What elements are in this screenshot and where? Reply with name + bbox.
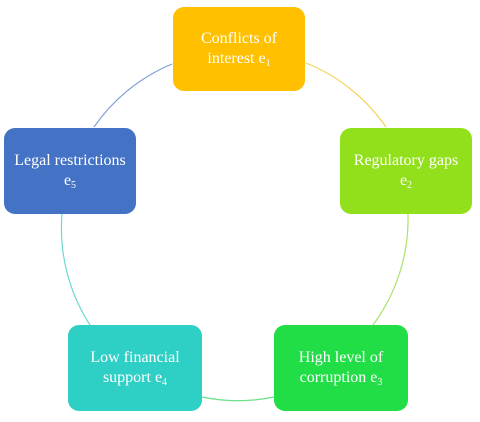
arc-e4-e5 bbox=[60, 213, 91, 326]
node-legal-restrictions: Legal restrictions e5 bbox=[4, 128, 136, 214]
node-label: High level of corruption e3 bbox=[298, 349, 384, 388]
arc-e5-e1 bbox=[93, 63, 173, 128]
node-conflicts-of-interest: Conflicts of interest e1 bbox=[173, 7, 305, 91]
node-label: Legal restrictions e5 bbox=[14, 152, 126, 191]
node-high-level-of-corruption: High level of corruption e3 bbox=[274, 325, 408, 411]
node-label: Regulatory gaps e2 bbox=[353, 152, 459, 191]
node-low-financial-support: Low financial support e4 bbox=[68, 325, 202, 411]
node-regulatory-gaps: Regulatory gaps e2 bbox=[340, 128, 472, 214]
arc-e3-e4 bbox=[201, 396, 275, 402]
arc-e1-e2 bbox=[305, 62, 387, 128]
arc-e2-e3 bbox=[372, 213, 409, 326]
node-label: Low financial support e4 bbox=[90, 349, 180, 388]
node-label: Conflicts of interest e1 bbox=[201, 30, 277, 69]
